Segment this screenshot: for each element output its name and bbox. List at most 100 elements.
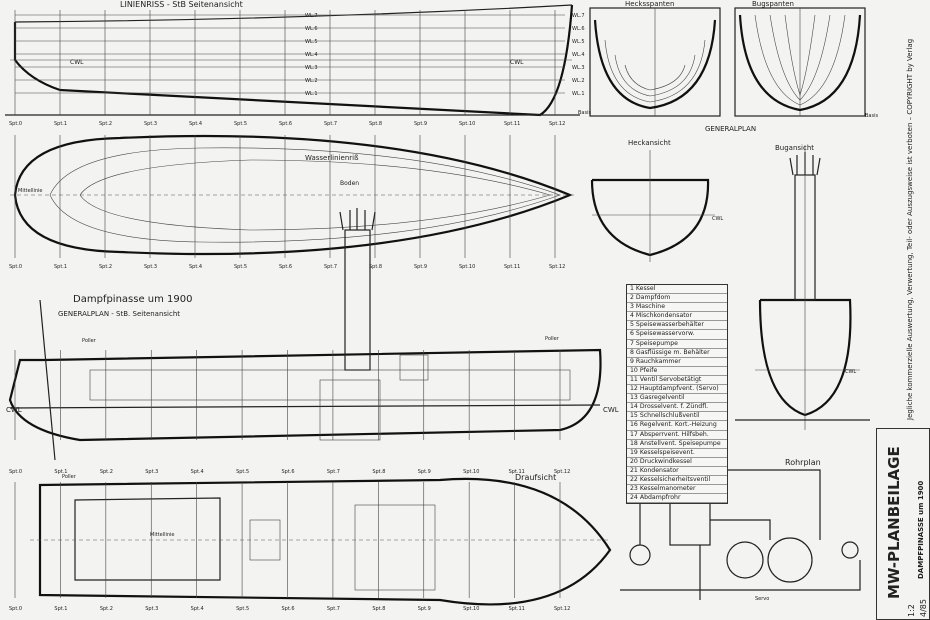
waterline-label: WL.6 <box>305 26 318 32</box>
waterline-label: WL.2 <box>305 78 318 84</box>
station-label: Spt.4 <box>189 264 202 270</box>
station-label: Spt.2 <box>100 469 113 475</box>
legend-item: 18 Anstellvent. Speisepumpe <box>627 440 727 449</box>
legend-item: 22 Kesselsicherheitsventil <box>627 476 727 486</box>
legend-item: 23 Kesselmanometer <box>627 485 727 495</box>
legend-item: 15 Schnellschlußventil <box>627 412 727 422</box>
station-label: Spt.11 <box>504 264 520 270</box>
linienriss-title: LINIENRISS - StB Seitenansicht <box>120 0 243 9</box>
station-label: Spt.3 <box>145 469 158 475</box>
legend-item: 13 Gasregelventil <box>627 394 727 404</box>
station-label: Spt.9 <box>414 264 427 270</box>
legend-item: 14 Drosselvent. f. Zündfl. <box>627 403 727 413</box>
legend-item: 17 Absperrvent. Hilfsbeh. <box>627 431 727 440</box>
station-label: Spt.5 <box>236 606 249 612</box>
station-label: Spt.0 <box>9 469 22 475</box>
station-label: Spt.10 <box>463 606 479 612</box>
waterline-label: WL.6 <box>572 26 585 32</box>
generalplan-label: GENERALPLAN <box>705 125 756 133</box>
hecksspanten-view: Hecksspanten Basis <box>578 0 721 117</box>
bugansicht-title: Bugansicht <box>775 144 814 152</box>
servo-label: Servo <box>755 596 769 602</box>
basis-label: Basis <box>578 110 591 116</box>
waterline-label: WL.3 <box>572 65 585 71</box>
station-label: Spt.5 <box>234 264 247 270</box>
legend-item: 11 Ventil Servobetätigt <box>627 376 727 386</box>
station-label: Spt.11 <box>509 469 525 475</box>
waterline-label: WL.4 <box>305 52 318 58</box>
heckansicht-view: Heckansicht CWL <box>590 139 723 262</box>
poller-label-3: Poller <box>62 474 77 480</box>
station-label: Spt.7 <box>324 264 337 270</box>
bugansicht-view: Bugansicht CWL <box>735 144 870 430</box>
waterline-label: WL.7 <box>572 13 585 19</box>
station-label: Spt.12 <box>549 121 565 127</box>
station-label: Spt.5 <box>234 121 247 127</box>
waterline-label: WL.4 <box>572 52 585 58</box>
rohrplan-title: Rohrplan <box>785 458 821 467</box>
station-label: Spt.8 <box>372 606 385 612</box>
waterline-label: WL.1 <box>572 91 585 97</box>
bug-cwl-label: CWL <box>845 369 856 375</box>
station-label: Spt.0 <box>9 264 22 270</box>
hecksspanten-title: Hecksspanten <box>625 0 674 8</box>
gp-cwl-label: CWL <box>6 406 22 414</box>
main-title: Dampfpinasse um 1900 <box>73 294 193 305</box>
station-label: Spt.6 <box>279 121 292 127</box>
station-label: Spt.2 <box>99 264 112 270</box>
station-label: Spt.6 <box>282 606 295 612</box>
heck-cwl-label: CWL <box>712 216 723 222</box>
station-label: Spt.10 <box>459 264 475 270</box>
scale-value: 1:2 <box>907 604 916 617</box>
mittellinie-label: Mittellinie <box>18 188 43 194</box>
legend-item: 9 Rauchkammer <box>627 358 727 367</box>
station-label: Spt.11 <box>509 606 525 612</box>
subject-title: DAMPFPINASSE um 1900 <box>917 480 925 579</box>
legend-item: 3 Maschine <box>627 303 727 313</box>
station-label: Spt.7 <box>324 121 337 127</box>
legend-item: 4 Mischkondensator <box>627 312 727 322</box>
wasserlinienriss-title: Wasserlinienriß <box>305 154 359 162</box>
legend-item: 12 Hauptdampfvent. (Servo) <box>627 385 727 395</box>
waterline-label: WL.2 <box>572 78 585 84</box>
station-label: Spt.1 <box>54 469 67 475</box>
title-block: MW-PLANBEILAGE DAMPFPINASSE um 1900 1:2 … <box>876 428 930 620</box>
waterline-label: WL.5 <box>305 39 318 45</box>
waterline-label: WL.5 <box>572 39 585 45</box>
station-label: Spt.7 <box>327 469 340 475</box>
copyright-notice: Jegliche kommerzielle Auswertung, Verwer… <box>906 38 914 420</box>
station-label: Spt.2 <box>99 121 112 127</box>
station-label: Spt.10 <box>459 121 475 127</box>
station-label: Spt.1 <box>54 121 67 127</box>
ds-mittellinie-label: Mittellinie <box>150 532 175 538</box>
waterline-label: WL.7 <box>305 13 318 19</box>
cwl-label: CWL <box>70 59 84 66</box>
station-label: Spt.4 <box>191 469 204 475</box>
legend-item: 19 Kesselspeisevent. <box>627 449 727 458</box>
station-label: Spt.12 <box>554 606 570 612</box>
station-label: Spt.8 <box>372 469 385 475</box>
legend-item: 21 Kondensator <box>627 467 727 476</box>
station-label: Spt.0 <box>9 606 22 612</box>
cwl-label-2: CWL <box>510 59 524 66</box>
station-label: Spt.4 <box>189 121 202 127</box>
station-label: Spt.12 <box>549 264 565 270</box>
station-label: Spt.5 <box>236 469 249 475</box>
legend-item: 20 Druckwindkessel <box>627 458 727 467</box>
legend-item: 24 Abdampfrohr <box>627 494 727 504</box>
draufsicht-title: Draufsicht <box>515 473 556 482</box>
bugspanten-view: Bugspanten Basis <box>734 0 878 119</box>
legend-item: 10 Pfeife <box>627 367 727 376</box>
legend-item: 5 Speisewasserbehälter <box>627 321 727 331</box>
station-label: Spt.1 <box>54 264 67 270</box>
legend-item: 2 Dampfdom <box>627 294 727 304</box>
station-label: Spt.9 <box>414 121 427 127</box>
station-label: Spt.3 <box>144 121 157 127</box>
station-label: Spt.4 <box>191 606 204 612</box>
